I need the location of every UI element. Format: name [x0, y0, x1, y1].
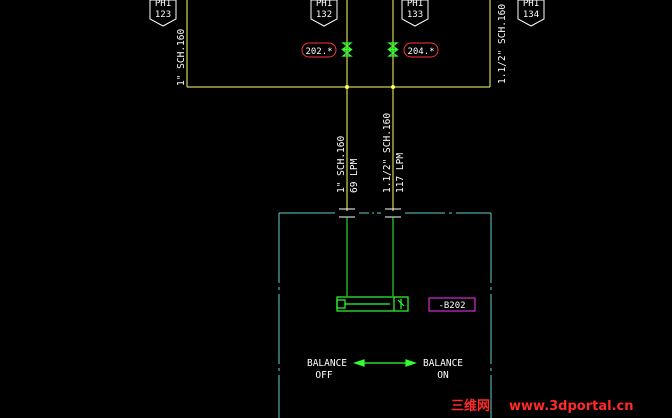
balloon-outline — [301, 42, 337, 58]
pipe-label-branch-2-flow: 117 LPM — [395, 153, 406, 193]
tag-hexagon — [149, 0, 177, 27]
tag-prefix: PH1 — [155, 0, 171, 9]
cylinder-cap — [336, 299, 346, 309]
component-tag-box — [428, 297, 476, 312]
double-arrow-icon — [353, 359, 417, 367]
tag-ph1-123[interactable]: PH1 123 — [149, 0, 177, 27]
balloon-outline — [403, 42, 439, 58]
balance-off-line1: BALANCE — [307, 358, 347, 369]
watermark-chinese: 三维网 — [451, 398, 490, 414]
balloon-label: 202.* — [305, 47, 332, 57]
valve-icon[interactable] — [341, 42, 353, 57]
watermark: 三维网 www.3dportal.cn — [451, 398, 633, 414]
tag-hexagon — [517, 0, 545, 27]
tag-number: 134 — [523, 10, 539, 20]
cylinder-spring — [397, 299, 405, 309]
tag-ph1-133[interactable]: PH1 133 — [401, 0, 429, 27]
balance-on-line1: BALANCE — [423, 358, 463, 369]
tag-prefix: PH1 — [316, 0, 332, 9]
tag-ph1-134[interactable]: PH1 134 — [517, 0, 545, 27]
valve-balloon-204[interactable]: 204.* — [403, 42, 439, 58]
tag-ph1-132[interactable]: PH1 132 — [310, 0, 338, 27]
pipe-label-left-vertical: 1" SCH.160 — [176, 29, 187, 86]
tag-number: 132 — [316, 10, 332, 20]
tag-prefix: PH1 — [407, 0, 423, 9]
valve-icon[interactable] — [387, 42, 399, 57]
pipe-label-branch-1-size: 1" SCH.160 — [336, 136, 347, 193]
junction-dot — [391, 85, 395, 89]
pipe-label-branch-1-flow: 69 LPM — [349, 158, 360, 193]
tag-prefix: PH1 — [523, 0, 539, 9]
pipe-label-right-vertical: 1.1/2" SCH.160 — [497, 4, 508, 84]
tag-hexagon — [401, 0, 429, 27]
balance-cylinder-icon[interactable] — [336, 296, 409, 312]
watermark-url: www.3dportal.cn — [509, 399, 633, 414]
tag-number: 123 — [155, 10, 171, 20]
component-tag-label: -B202 — [438, 301, 465, 311]
valve-body — [387, 42, 399, 57]
balloon-label: 204.* — [407, 47, 434, 57]
equipment-boundary — [278, 212, 492, 418]
component-tag-b202[interactable]: -B202 — [428, 297, 476, 312]
valve-body — [341, 42, 353, 57]
tag-hexagon — [310, 0, 338, 27]
balance-off-line2: OFF — [315, 370, 332, 381]
tag-number: 133 — [407, 10, 423, 20]
balance-on-line2: ON — [437, 370, 449, 381]
internal-piping — [346, 217, 394, 296]
pipe-label-branch-2-size: 1.1/2" SCH.160 — [382, 113, 393, 193]
valve-balloon-202[interactable]: 202.* — [301, 42, 337, 58]
junction-dot — [345, 85, 349, 89]
